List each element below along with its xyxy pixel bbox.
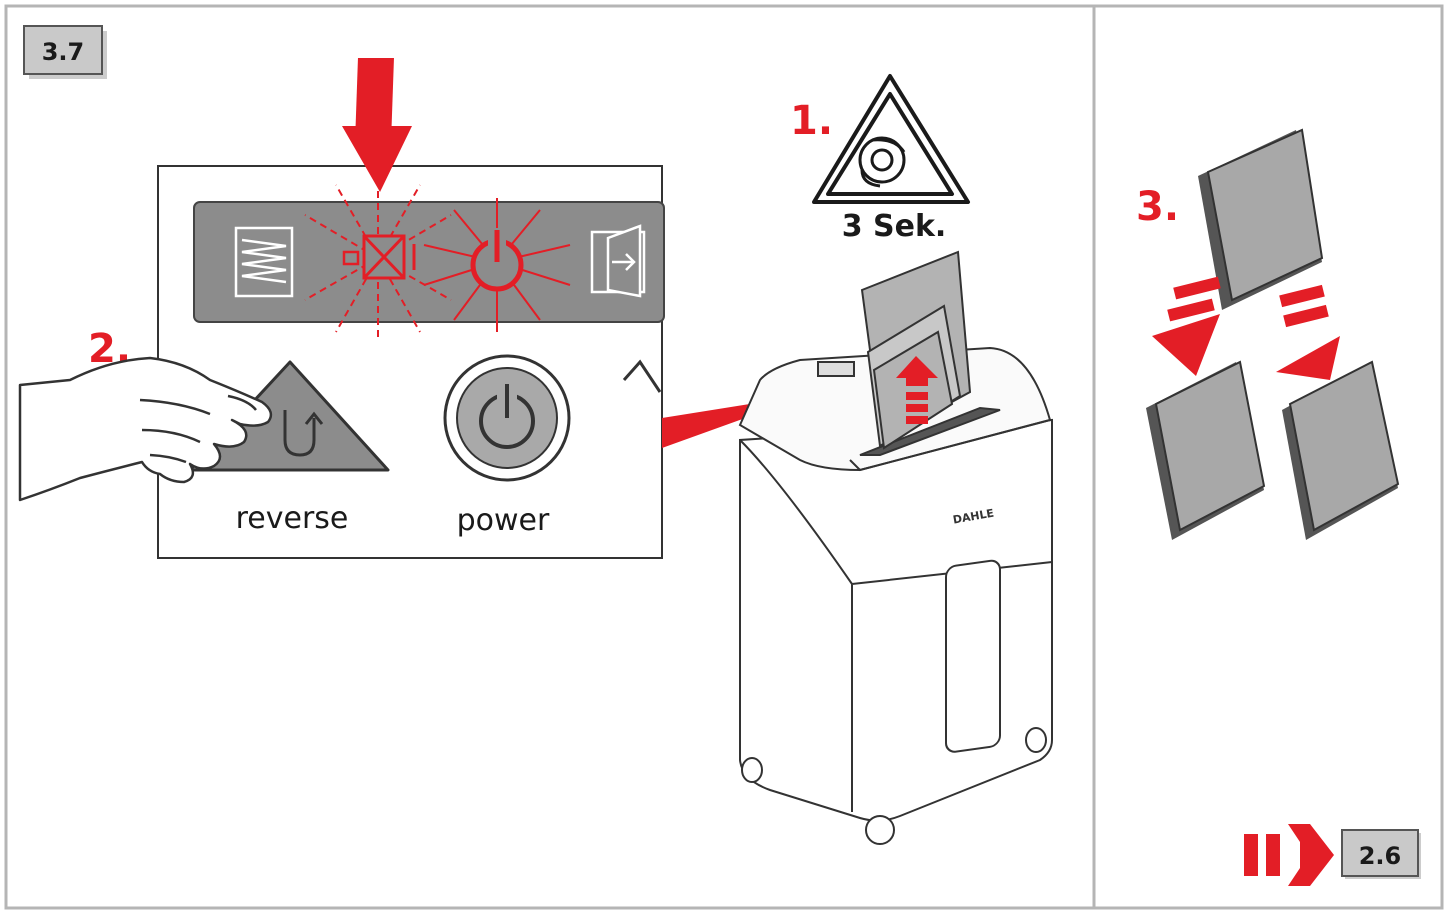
door-open-icon — [590, 224, 646, 298]
paper-stack-icon — [234, 226, 294, 298]
step-1-number: 1. — [790, 98, 833, 144]
section-badge: 3.7 — [23, 25, 107, 79]
reverse-icon — [283, 410, 324, 457]
power-indicator-icon — [423, 198, 571, 332]
paper-split-icon — [1146, 128, 1400, 540]
power-button[interactable] — [443, 354, 571, 482]
next-arrow-icon — [1244, 824, 1334, 886]
step-3-number: 3. — [1136, 184, 1179, 230]
next-section-number: 2.6 — [1359, 842, 1402, 870]
rotating-blades-warning-icon — [812, 74, 970, 204]
power-icon — [479, 384, 535, 449]
hand-icon — [18, 356, 273, 502]
paper-in-shredder-icon — [860, 250, 972, 450]
reverse-label: reverse — [236, 501, 349, 536]
warning-duration: 3 Sek. — [842, 209, 947, 244]
section-number: 3.7 — [42, 38, 85, 66]
power-label: power — [457, 503, 550, 538]
control-panel-zoom: reverse power — [157, 165, 665, 559]
attention-arrow-icon — [342, 58, 412, 192]
next-section-badge[interactable]: 2.6 — [1341, 829, 1421, 879]
indicator-strip — [193, 201, 665, 323]
outer-frame — [4, 4, 1444, 910]
paper-jam-icon — [304, 175, 452, 342]
partial-button-edge — [622, 359, 662, 393]
paper-shredder-icon: DAHLE — [738, 346, 1053, 845]
